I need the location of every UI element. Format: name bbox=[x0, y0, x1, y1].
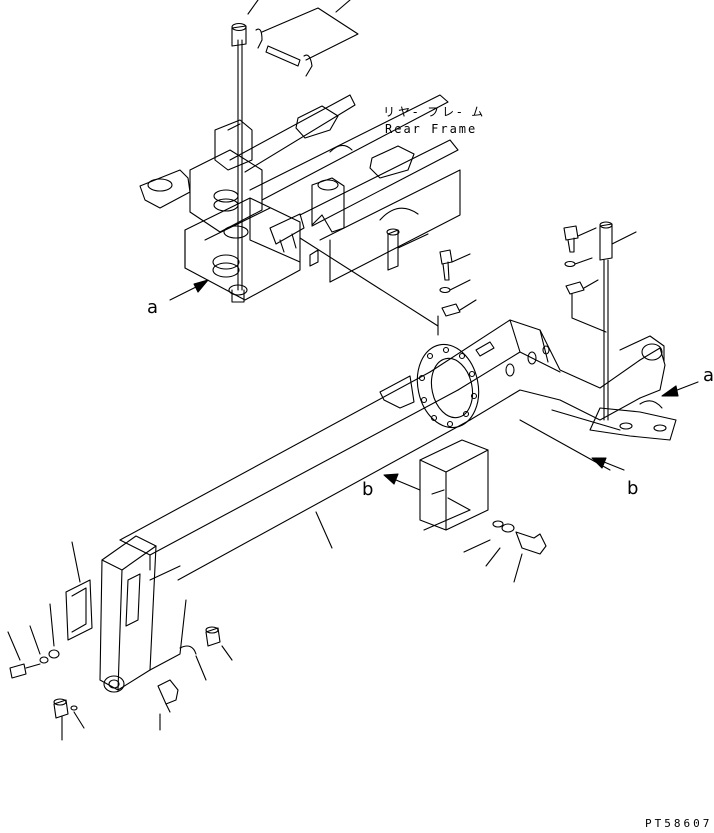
view-arrow-a-right bbox=[662, 382, 698, 396]
rear-frame-label-en: Rear Frame bbox=[385, 122, 478, 136]
view-marker-b-right: b bbox=[627, 478, 639, 499]
view-arrow-a-left bbox=[170, 280, 208, 300]
drawing-code: PT58607 bbox=[645, 817, 713, 830]
view-marker-a-right: a bbox=[703, 365, 714, 386]
view-arrow-b-left bbox=[384, 474, 420, 490]
frame-end-plate-group bbox=[8, 536, 232, 740]
front-frame-assembly bbox=[120, 222, 676, 580]
view-marker-a-left: a bbox=[147, 297, 159, 318]
view-arrow-b-right bbox=[592, 458, 624, 470]
rear-frame-label-jp: リヤ- フレ- ム bbox=[383, 105, 487, 119]
cover-plate-group bbox=[316, 440, 546, 582]
view-marker-b-left: b bbox=[362, 479, 374, 500]
rear-frame-assembly bbox=[140, 0, 476, 335]
